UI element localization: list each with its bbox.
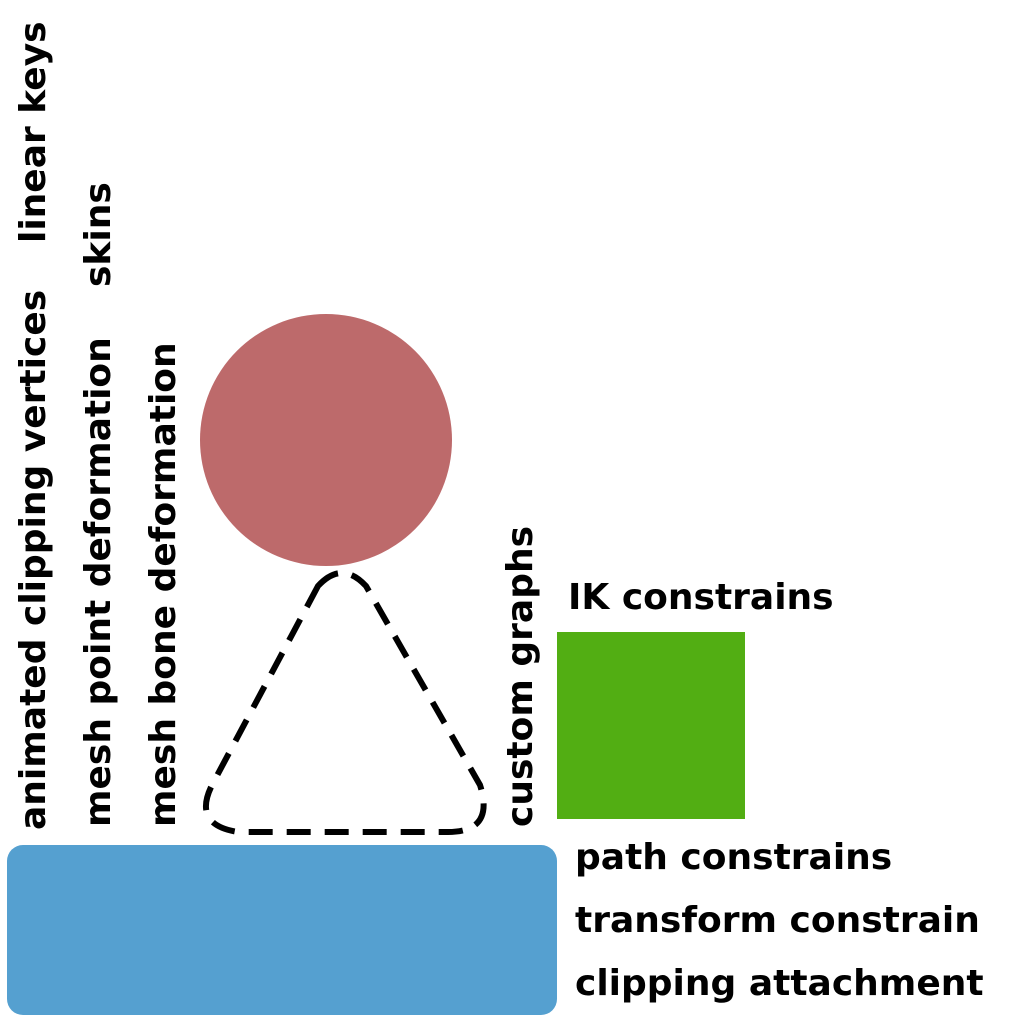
label-clipping-attachment: clipping attachment: [575, 963, 984, 1004]
label-ik-constrains: IK constrains: [568, 577, 834, 618]
square-shape: [557, 632, 745, 819]
label-mesh-point-deformation: mesh point deformation: [78, 337, 119, 827]
label-custom-graphs: custom graphs: [500, 525, 541, 827]
dashed-triangle-shape: [203, 570, 487, 835]
label-skins: skins: [78, 182, 119, 287]
circle-shape: [200, 314, 452, 566]
label-mesh-bone-deformation: mesh bone deformation: [143, 342, 184, 827]
label-linear-keys: linear keys: [13, 21, 54, 243]
label-transform-constrain: transform constrain: [575, 900, 980, 941]
rounded-rectangle-shape: [7, 845, 557, 1015]
label-path-constrains: path constrains: [575, 837, 893, 878]
label-animated-clipping-vertices: animated clipping vertices: [13, 289, 54, 830]
